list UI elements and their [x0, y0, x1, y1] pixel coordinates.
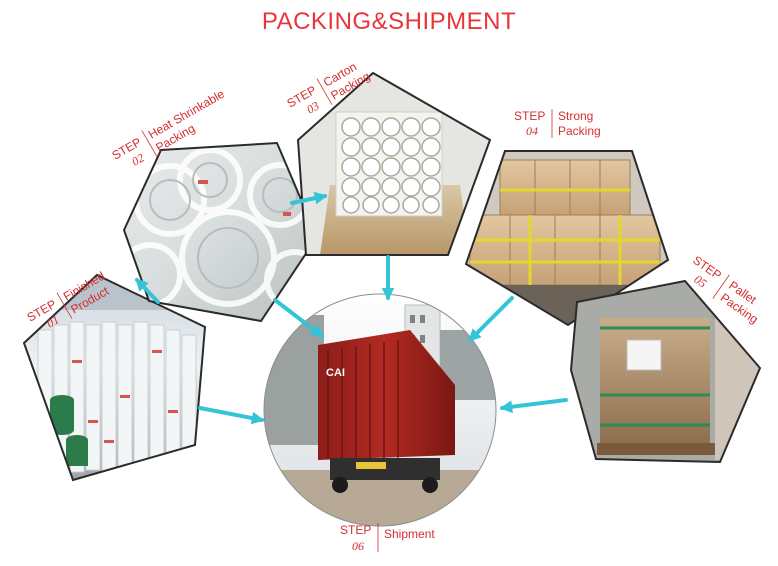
step-04-label: STEP 04 Strong Packing [514, 109, 601, 138]
arrow-02-to-06 [273, 298, 325, 338]
arrow-01-to-06 [198, 406, 265, 425]
flow-arrows [135, 191, 568, 425]
step-04-number: 04 [526, 124, 538, 138]
step-06-title-line1: Shipment [384, 527, 435, 541]
step-06-number: 06 [352, 539, 364, 553]
arrow-01-to-02 [135, 278, 160, 304]
step-02-photo [122, 141, 319, 323]
page-title: PACKING&SHIPMENT [261, 8, 517, 35]
container-marking: CAI [326, 367, 345, 379]
step-06-label: STEP 06 Shipment [340, 523, 435, 553]
arrow-02-to-03 [290, 191, 328, 205]
step-04-title-line2: Packing [558, 124, 601, 138]
step-06-step-word: STEP [340, 523, 371, 537]
step-06-photo: CAI [263, 293, 497, 527]
step-04-title-line1: Strong [558, 109, 593, 123]
arrow-04-to-06 [468, 296, 514, 342]
step-03-photo [296, 71, 492, 256]
step-04-step-word: STEP [514, 109, 545, 123]
arrow-05-to-06 [499, 398, 568, 414]
